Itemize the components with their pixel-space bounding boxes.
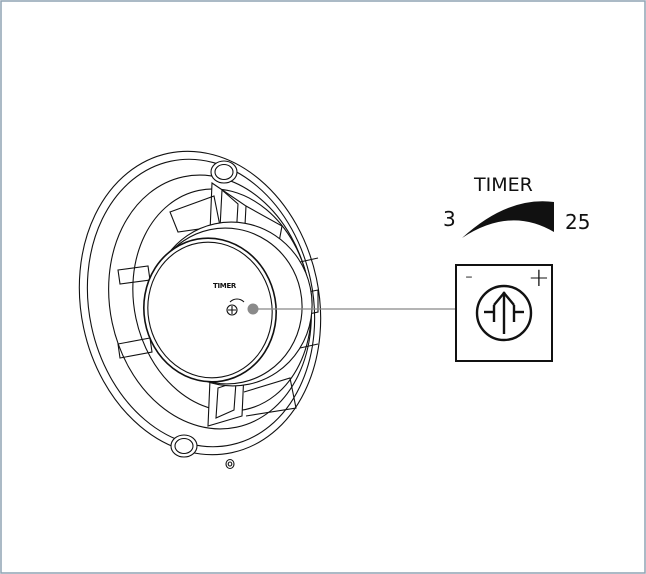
timer-title: TIMER	[474, 174, 533, 196]
fan-illustration-icon	[78, 150, 322, 470]
hub-adjuster	[226, 304, 238, 316]
timer-range-min: 3	[443, 207, 456, 231]
minus-symbol: -	[465, 264, 473, 289]
plus-symbol: +	[528, 263, 550, 293]
bottom-screw	[225, 458, 235, 470]
fan-outer-ring	[78, 150, 322, 456]
timer-range-max: 25	[565, 210, 591, 234]
pointer-dot	[247, 303, 259, 315]
range-arc-icon	[462, 201, 554, 238]
fan-hub-face	[143, 237, 277, 383]
fan-hub-timer-label: TIMER	[213, 282, 237, 290]
adjustment-screw-icon	[475, 284, 533, 342]
fan-outer-ring-inner	[86, 158, 316, 448]
